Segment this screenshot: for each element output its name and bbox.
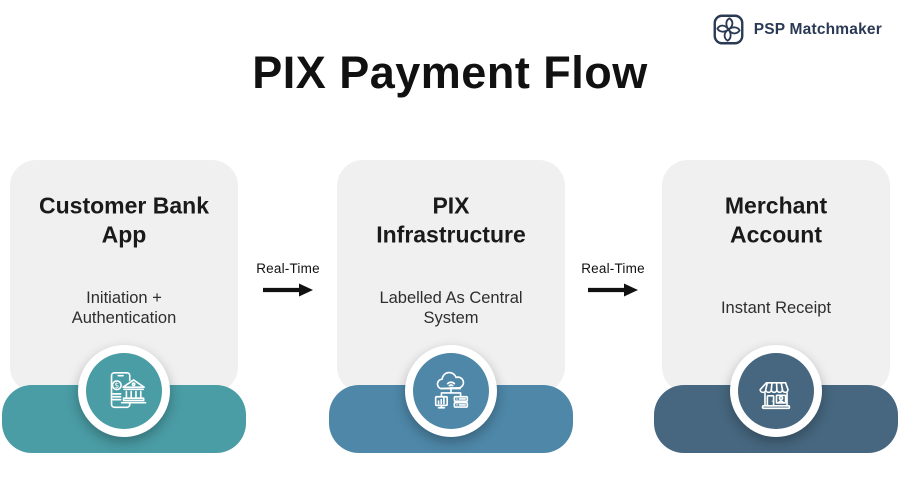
card-customer-bank-app: Customer Bank App Initiation + Authentic…: [2, 160, 246, 453]
card-pix-infrastructure: PIX Infrastructure Labelled As Central S…: [329, 160, 573, 453]
connector-real-time-2: Real-Time: [578, 261, 648, 302]
card-merchant-account: Merchant Account Instant Receipt: [654, 160, 898, 453]
card-subtitle: Labelled As Central System: [379, 288, 523, 327]
card-subtitle: Initiation + Authentication: [71, 288, 177, 327]
card-title: Merchant Account: [724, 192, 828, 247]
card-title: Customer Bank App: [39, 192, 209, 247]
arrow-right-icon: [263, 283, 313, 297]
card-title: PIX Infrastructure: [376, 192, 526, 247]
connector-label: Real-Time: [581, 261, 645, 276]
brand-name: PSP Matchmaker: [753, 20, 882, 38]
mobile-banking-icon: $: [78, 345, 170, 437]
card-subtitle: Instant Receipt: [720, 298, 832, 317]
connector-real-time-1: Real-Time: [253, 261, 323, 302]
arrow-right-icon: [588, 283, 638, 297]
connector-label: Real-Time: [256, 261, 320, 276]
brand-logo: PSP Matchmaker: [712, 13, 882, 46]
cloud-network-icon: [405, 345, 497, 437]
storefront-icon: [730, 345, 822, 437]
svg-text:$: $: [114, 381, 119, 390]
page-title: PIX Payment Flow: [252, 47, 648, 98]
psp-matchmaker-logo-icon: [713, 14, 744, 45]
